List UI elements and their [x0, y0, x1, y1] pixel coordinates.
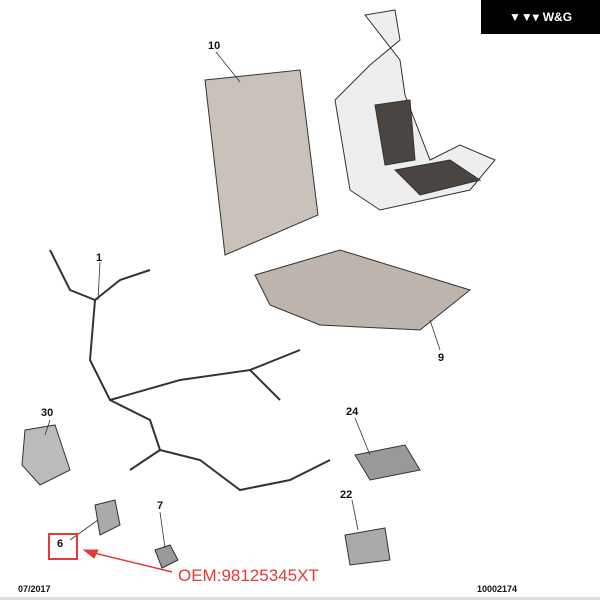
callout-10: 10 — [208, 40, 221, 52]
callout-9: 9 — [438, 352, 445, 364]
highlight-box — [48, 533, 78, 560]
callout-24: 24 — [346, 406, 359, 418]
footer-doc-number: 10002174 — [477, 584, 518, 594]
seat-cushion-heater — [393, 159, 482, 196]
red-arrow — [82, 549, 173, 573]
logo-text: W&G — [542, 10, 573, 24]
part-6-component — [94, 499, 121, 536]
callout-7: 7 — [157, 500, 164, 512]
part-30-module — [21, 424, 71, 486]
callout-30: 30 — [41, 407, 54, 419]
callout-22: 22 — [340, 489, 353, 501]
callout-6: 6 — [57, 538, 64, 550]
part-10-backrest-mat — [204, 69, 319, 256]
part-1-wiring-harness — [49, 249, 331, 492]
part-9-cushion-mat — [254, 249, 472, 331]
brand-logo: ▼▼▾ W&G — [481, 0, 600, 34]
footer-date: 07/2017 — [18, 584, 51, 594]
callout-1: 1 — [96, 252, 103, 264]
bottom-strip — [0, 597, 600, 600]
seat-back-heater — [374, 99, 416, 166]
part-7-sensor — [154, 544, 179, 569]
part-24-switch — [354, 444, 421, 481]
oem-label: OEM:98125345XT — [178, 566, 319, 585]
triangle-marks-icon: ▼▼▾ — [508, 10, 539, 24]
part-22-connector — [344, 527, 391, 566]
